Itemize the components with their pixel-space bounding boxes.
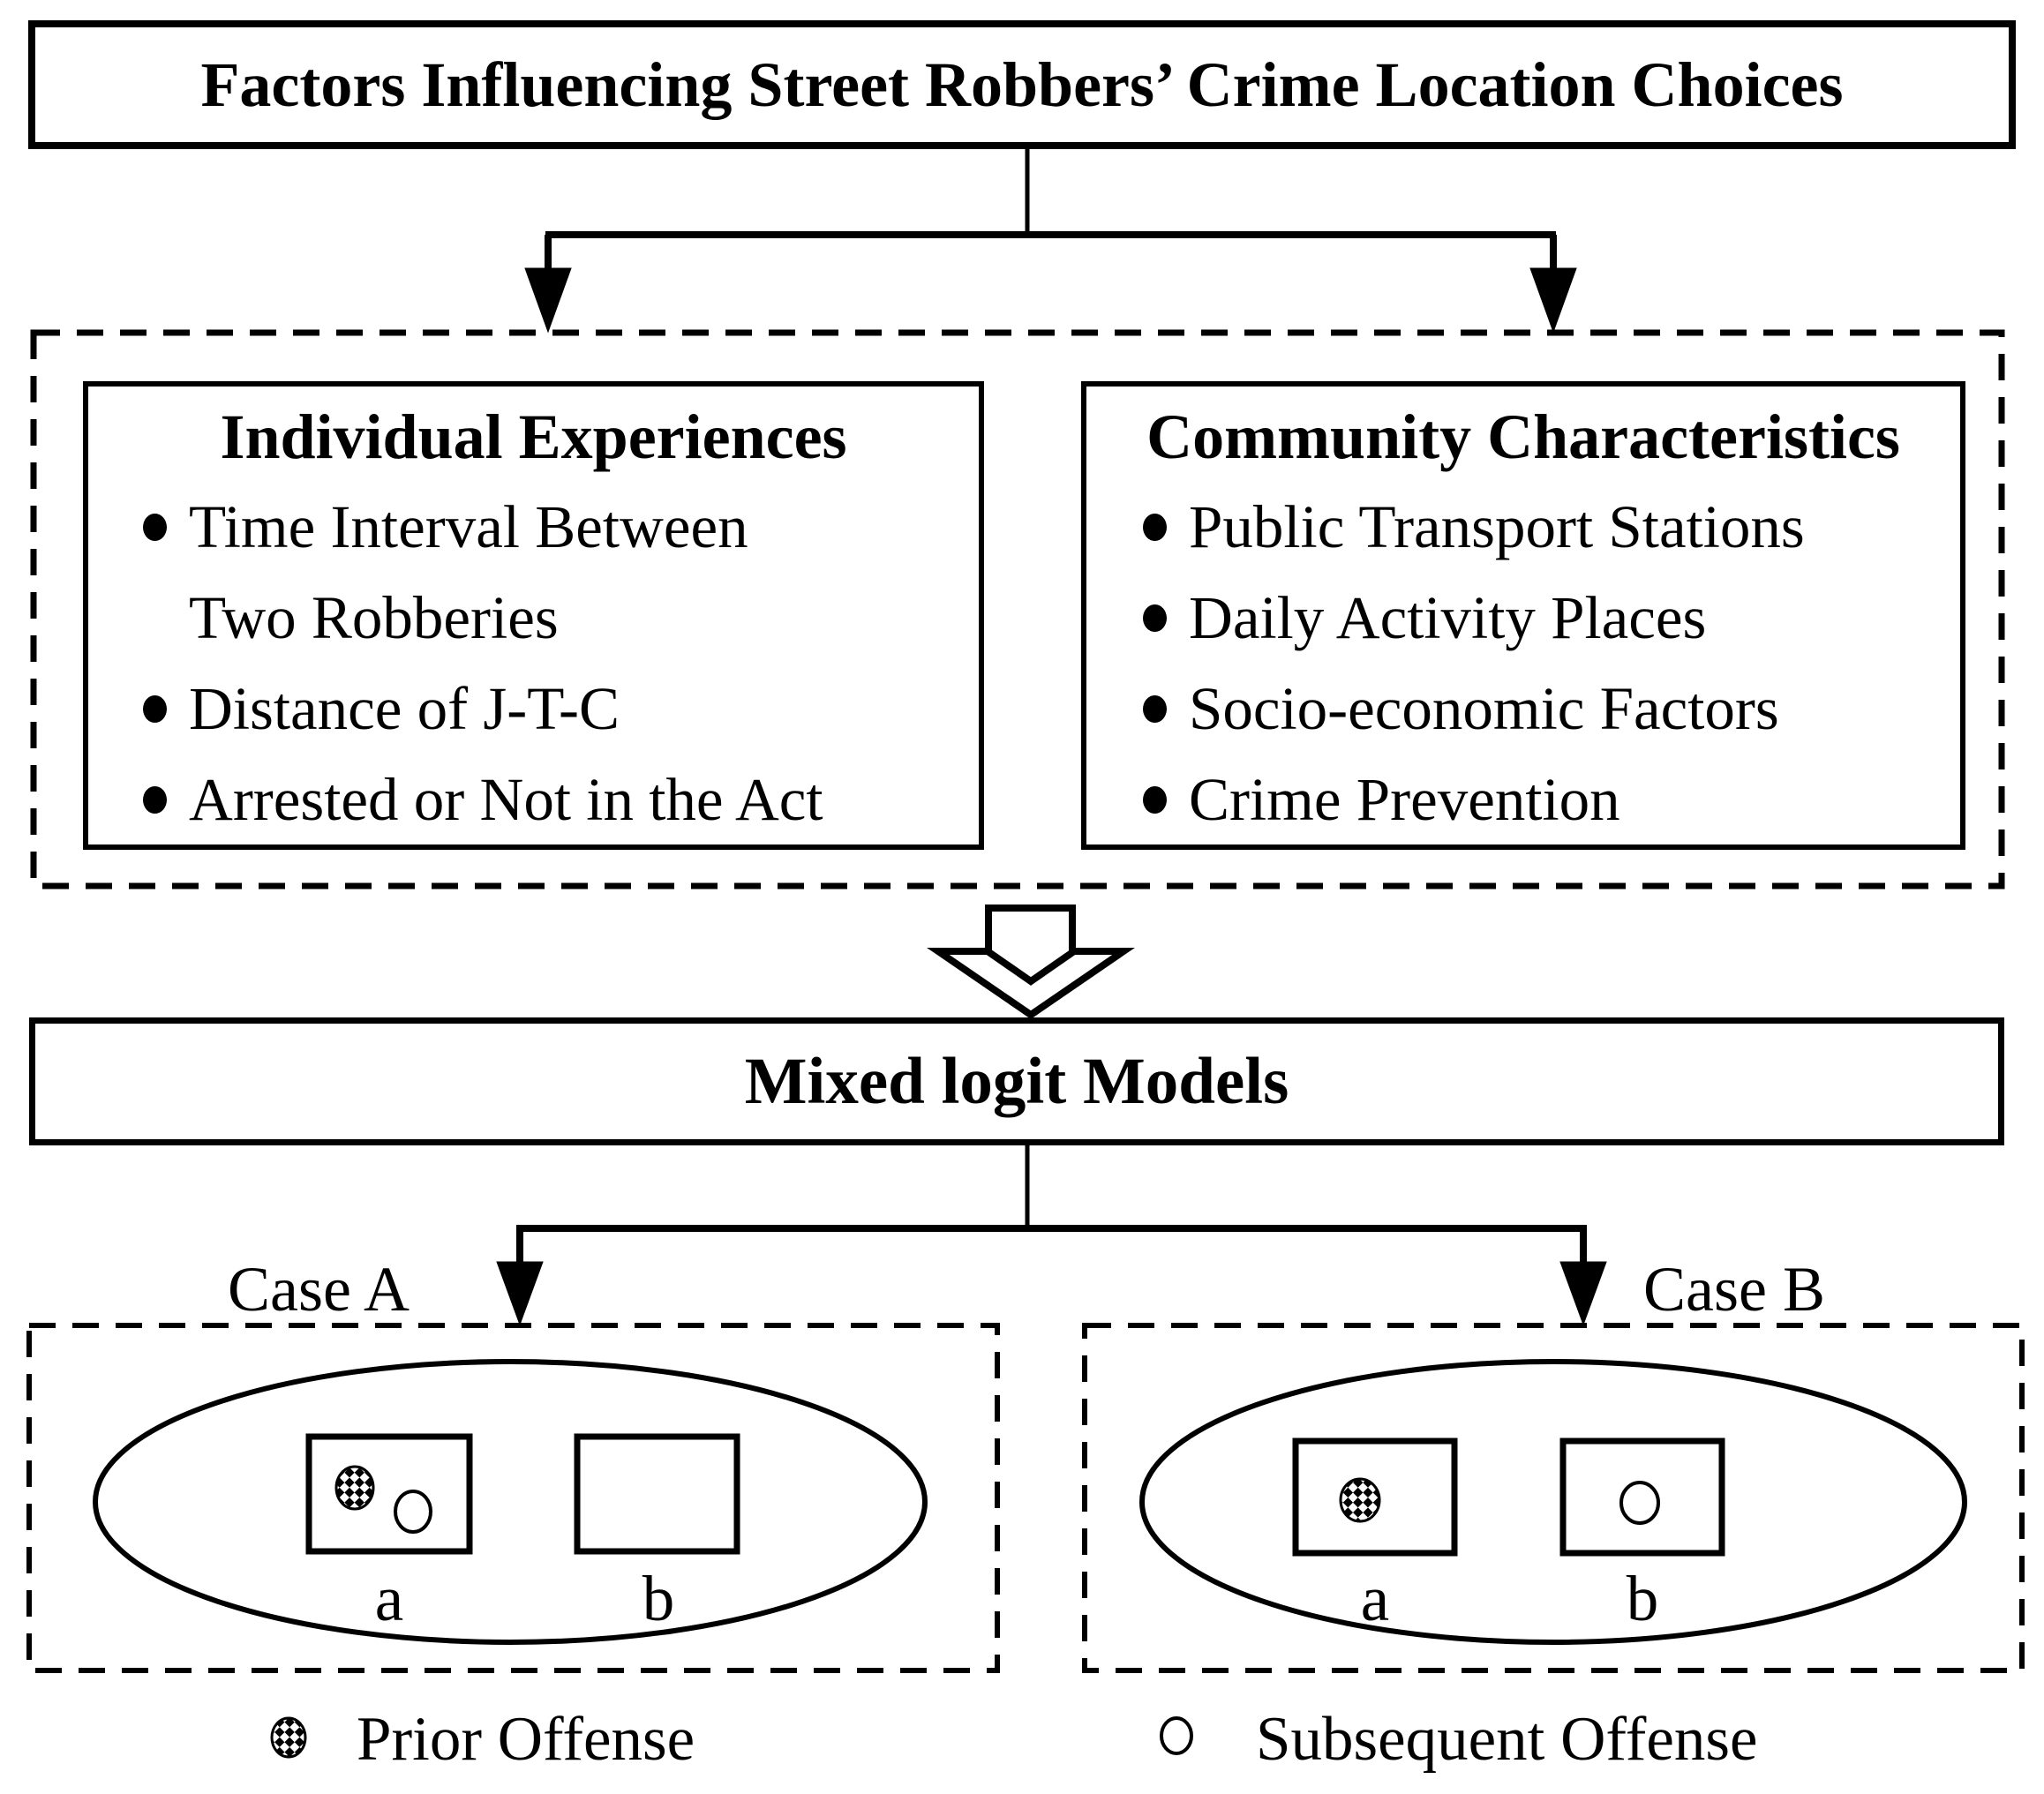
bullet-icon [143,513,167,541]
legend-prior-offense-label: Prior Offense [357,1705,695,1774]
panel-item-list: Public Transport Stations Daily Activity… [1086,482,1960,845]
case-a-alt-b-label: b [642,1563,675,1634]
case-a-art [26,1323,1000,1673]
legend-icons [270,1716,1193,1759]
connector-model-to-cases [496,1145,1607,1326]
arrowhead-right [1529,267,1577,334]
case-a-alt-a-rect [305,1433,473,1555]
case-b-dashed-box [1082,1323,2025,1673]
panel-header: Individual Experiences [220,402,847,472]
list-item-text: Crime Prevention [1189,765,1620,833]
block-arrow-head [927,948,1135,1019]
subsequent-offense-icon [1619,1481,1660,1525]
bullet-icon [1143,513,1167,541]
case-b-label: Case B [1643,1254,1825,1325]
list-item: Time Interval Between Two Robberies [143,482,807,664]
subsequent-offense-icon [1160,1716,1193,1755]
diagram-title-box: Factors Influencing Street Robbers’ Crim… [28,20,2016,149]
bullet-icon [143,694,167,723]
bullet-icon [1143,604,1167,632]
arrowhead-left [524,267,572,334]
arrowhead-left [496,1261,544,1326]
list-item: Daily Activity Places [1143,573,1951,664]
prior-offense-icon [1339,1477,1381,1523]
diagram-title: Factors Influencing Street Robbers’ Crim… [200,49,1844,120]
bullet-icon [143,785,167,814]
list-item: Crime Prevention [1143,754,1951,845]
list-item-text: Socio-economic Factors [1189,674,1779,742]
case-a-choice-set-ellipse [93,1359,928,1645]
panel-item-list: Time Interval Between Two Robberies Dist… [88,482,979,845]
subsequent-offense-icon [394,1490,432,1534]
block-arrow-shaft [985,905,1076,962]
list-item-text: Daily Activity Places [1189,583,1707,651]
list-item: Distance of J-T-C [143,664,970,754]
case-a-alt-a-label: a [374,1563,404,1634]
list-item-text: Arrested or Not in the Act [189,765,823,833]
list-item-text: Time Interval Between Two Robberies [189,492,748,651]
bullet-icon [1143,694,1167,723]
case-b-art [1082,1323,2025,1673]
block-arrow-down-icon [927,905,1135,1019]
list-item-text: Public Transport Stations [1189,492,1805,560]
arrowhead-right [1559,1261,1607,1326]
legend-subsequent-offense-label: Subsequent Offense [1256,1705,1758,1774]
prior-offense-icon [270,1716,307,1759]
case-b-choice-set-ellipse [1139,1359,1967,1645]
case-b-alt-a-label: a [1360,1563,1390,1634]
case-a-alt-b-rect [574,1433,740,1555]
connector-title-to-factors [524,148,1577,334]
community-characteristics-box: Community Characteristics Public Transpo… [1081,381,1965,850]
list-item: Arrested or Not in the Act [143,754,970,845]
factors-dashed-container [30,329,2005,889]
mixed-logit-models-box: Mixed logit Models [29,1017,2004,1145]
model-box-label: Mixed logit Models [744,1044,1289,1118]
list-item-text: Distance of J-T-C [189,674,620,742]
case-b-alt-b-label: b [1626,1563,1659,1634]
individual-experiences-box: Individual Experiences Time Interval Bet… [83,381,984,850]
case-a-label: Case A [228,1254,410,1325]
prior-offense-icon [334,1465,375,1511]
panel-header: Community Characteristics [1146,402,1900,472]
list-item: Public Transport Stations [1143,482,1951,573]
case-a-dashed-box [26,1323,1000,1673]
list-item: Socio-economic Factors [1143,664,1951,754]
bullet-icon [1143,785,1167,814]
